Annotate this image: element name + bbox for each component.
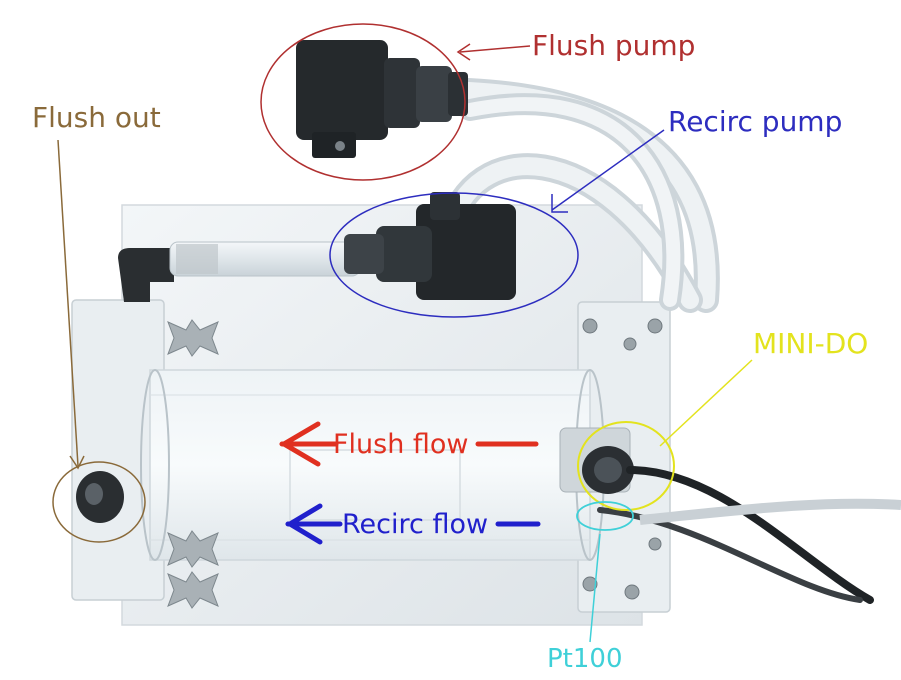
mini-do-highlight [577,421,675,511]
do-cable [626,466,874,604]
mini-do-sensor [559,427,634,494]
mini-do-pointer [659,359,753,447]
flush-pump-pointer [459,45,531,53]
wing-nut-icon [167,319,219,609]
pt100-highlight [576,501,634,531]
bolt-icon [582,318,663,600]
flush-out-port [76,471,124,523]
recirc-flow-arrow [285,503,541,545]
flush-out-label: Flush out [32,101,161,134]
flush-pump-body [296,40,468,158]
flush-out-pointer [57,139,79,467]
recirc-pump-highlight [329,192,579,318]
flush-flow-label: Flush flow [333,429,469,460]
flush-pump-label: Flush pump [532,29,696,62]
pt100-pointer [589,533,601,643]
flush-flow-arrow [279,421,539,467]
flush-out-highlight [52,461,146,543]
recirc-pump-label: Recirc pump [668,105,843,138]
recirc-flow-label: Recirc flow [342,509,489,540]
recirc-pump-body [344,192,516,300]
recirc-pump-pointer [551,129,665,211]
flush-pump-highlight [260,23,466,181]
mini-do-label: MINI-DO [753,327,869,360]
elbow-fitting [118,248,174,302]
pt100-cable [597,507,863,603]
pt100-label: Pt100 [547,644,623,674]
